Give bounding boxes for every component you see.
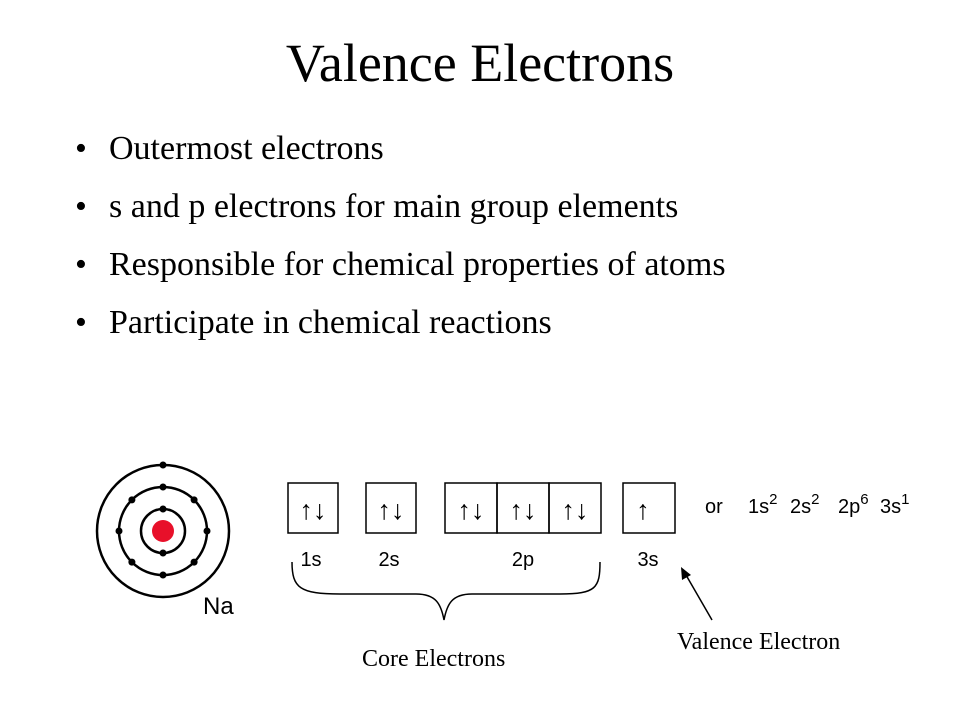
electron-dot-shell-3 — [159, 461, 167, 469]
core-brace — [291, 561, 601, 621]
orbital-label-2s: 2s — [378, 549, 399, 571]
spin-arrow: ↑ — [636, 495, 650, 525]
bullet-glyph: • — [75, 304, 87, 341]
electron-dot-shell-2 — [203, 527, 211, 535]
valence-arrow-head — [681, 567, 691, 580]
electron-dot-shell-2 — [128, 496, 136, 504]
orbital-boxes: ↑↓ ↑↓ ↑↓ ↑↓ ↑↓ ↑ 1s 2s 2p 3s — [287, 482, 676, 571]
orbital-label-3s: 3s — [637, 549, 658, 571]
bullet-item: • s and p electrons for main group elemen… — [75, 188, 895, 226]
electron-dots — [115, 461, 211, 579]
config-base: 2s — [790, 496, 811, 518]
orbital-box-1s — [287, 482, 339, 534]
electron-dot-shell-2 — [128, 558, 136, 566]
bullet-glyph: • — [75, 188, 87, 225]
electron-dot-shell-2 — [159, 571, 167, 579]
bullet-text: s and p electrons for main group element… — [109, 188, 679, 225]
spin-arrows: ↑↓ — [458, 495, 485, 525]
spin-arrows: ↑↓ — [510, 495, 537, 525]
electron-dot-shell-2 — [190, 558, 198, 566]
config-term: 2p6 — [838, 491, 869, 518]
spin-arrows: ↑↓ — [378, 495, 405, 525]
valence-arrow-line — [685, 574, 713, 621]
config-superscript: 2 — [811, 491, 819, 508]
bullet-text: Outermost electrons — [109, 130, 384, 167]
or-text: or — [705, 496, 723, 518]
config-superscript: 6 — [860, 491, 868, 508]
orbital-box-2s — [365, 482, 417, 534]
bullet-item: • Participate in chemical reactions — [75, 304, 895, 342]
electron-dot-shell-1 — [159, 549, 167, 557]
bullet-text: Responsible for chemical properties of a… — [109, 246, 726, 283]
electron-configuration: or 1s2 2s2 2p6 3s1 — [705, 491, 909, 518]
atom-label: Na — [203, 593, 234, 620]
bullet-item: • Responsible for chemical properties of … — [75, 246, 895, 284]
spin-arrows: ↑↓ — [562, 495, 589, 525]
config-base: 1s — [748, 496, 769, 518]
electron-dot-shell-2 — [190, 496, 198, 504]
electron-dot-shell-2 — [159, 483, 167, 491]
bullet-glyph: • — [75, 130, 87, 167]
electron-dot-shell-2 — [115, 527, 123, 535]
bullet-item: • Outermost electrons — [75, 130, 895, 168]
bullet-text: Participate in chemical reactions — [109, 304, 552, 341]
config-base: 3s — [880, 496, 901, 518]
config-base: 2p — [838, 496, 860, 518]
nucleus — [152, 520, 174, 542]
config-term: 3s1 — [880, 491, 909, 518]
valence-electron-caption: Valence Electron — [677, 629, 841, 655]
core-electrons-caption: Core Electrons — [362, 646, 506, 672]
orbital-box-3s — [622, 482, 676, 534]
config-superscript: 2 — [769, 491, 777, 508]
slide-title: Valence Electrons — [285, 33, 675, 93]
config-term: 2s2 — [790, 491, 819, 518]
orbital-box-2p-3 — [548, 482, 602, 534]
bullet-glyph: • — [75, 246, 87, 283]
orbital-label-1s: 1s — [300, 549, 321, 571]
bullet-list: • Outermost electrons • s and p electrons … — [75, 130, 895, 362]
orbital-label-2p: 2p — [512, 549, 534, 571]
config-superscript: 1 — [901, 491, 909, 508]
electron-dot-shell-1 — [159, 505, 167, 513]
spin-arrows: ↑↓ — [300, 495, 327, 525]
bohr-atom-model: Na — [95, 461, 234, 620]
config-term: 1s2 — [748, 491, 777, 518]
